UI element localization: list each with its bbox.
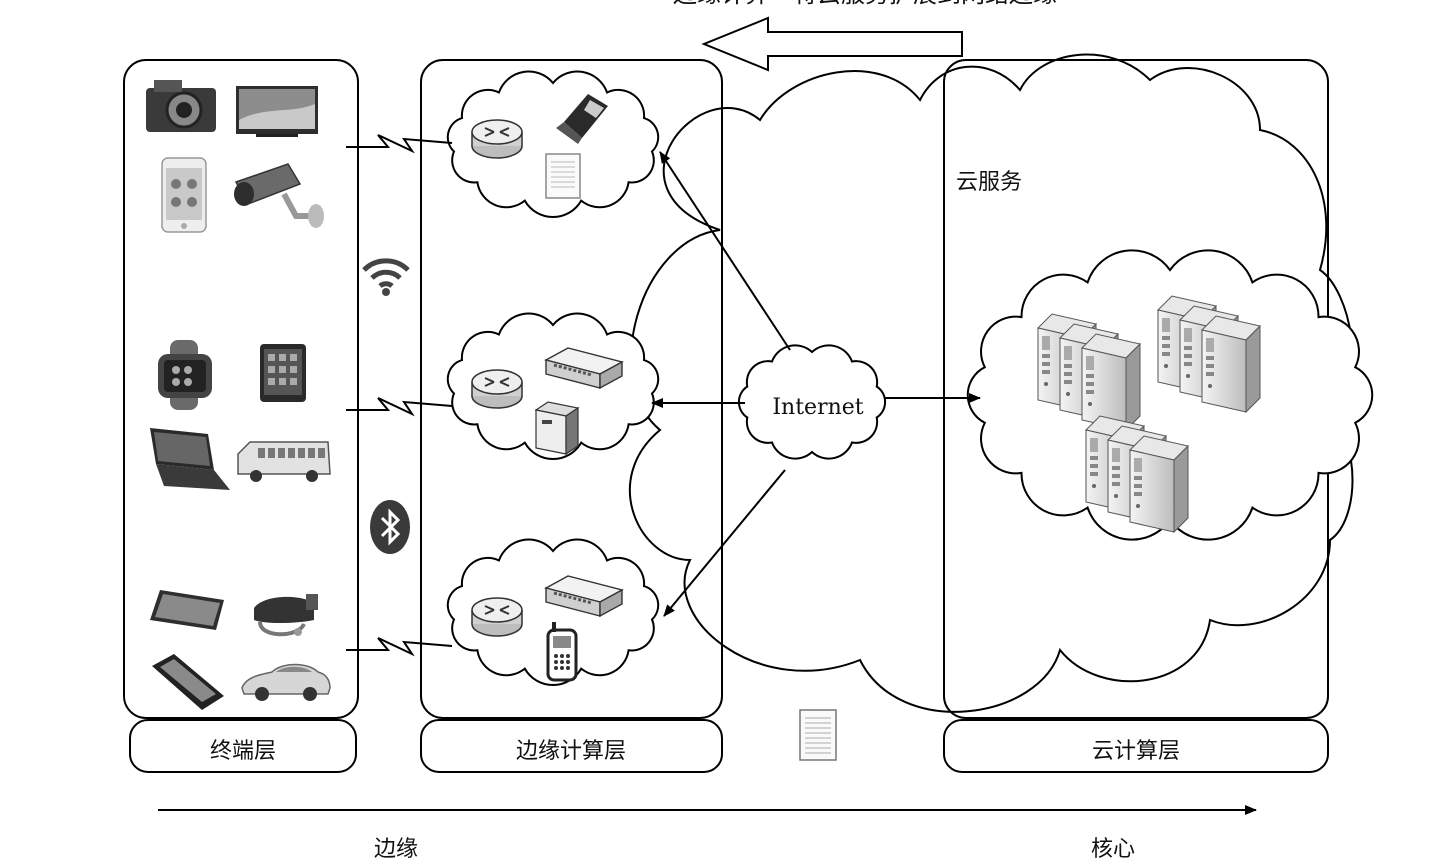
terminal-layer-label-box [129, 719, 357, 773]
iphone-icon [152, 654, 224, 710]
smartphone-icon [161, 157, 207, 233]
cloud-layer-label-box [943, 719, 1329, 773]
edge-node-cloud-3 [446, 538, 660, 686]
tv-icon [236, 86, 318, 137]
internet-cloud [737, 344, 887, 460]
document-icon [545, 153, 581, 199]
router-icon [471, 369, 523, 409]
top-caption: 边缘计算一将云服务扩展到网络边缘 [673, 0, 1057, 8]
cloud-layer-label: 云计算层 [1092, 739, 1180, 764]
router-icon [471, 597, 523, 637]
car-icon [241, 663, 331, 701]
axis-right-label: 核心 [1091, 837, 1135, 862]
wireless-link-2 [346, 397, 453, 417]
arrow-internet-to-edge-1 [659, 151, 791, 351]
terminal-layer-label: 终端层 [210, 739, 276, 764]
document-icon [799, 709, 837, 761]
left-direction-arrow [701, 16, 963, 72]
internet-label: Internet [772, 395, 863, 420]
router-icon [471, 119, 523, 159]
edge-node-cloud-2 [446, 312, 660, 460]
cctv-camera-icon [234, 163, 324, 228]
cloud-services-label: 云服务 [956, 170, 1022, 195]
axis-left-label: 边缘 [374, 837, 418, 862]
surface-tablet-icon [150, 590, 224, 630]
laptop-icon [150, 428, 230, 490]
server-icon [534, 401, 580, 456]
arrow-internet-to-edge-3 [663, 469, 786, 617]
bluetooth-icon [370, 500, 410, 554]
smartwatch-icon [158, 340, 212, 410]
camera-icon [146, 80, 216, 132]
wireless-link-3 [346, 637, 453, 657]
cellphone-icon [546, 622, 578, 682]
tablet-icon [260, 344, 306, 402]
edge-layer-label-box [420, 719, 723, 773]
wifi-icon [362, 258, 410, 296]
edge-layer-frame [420, 59, 723, 719]
bus-icon [237, 441, 331, 482]
vr-headset-icon [254, 594, 318, 637]
mobile-phone-icon [556, 94, 608, 144]
wireless-link-1 [346, 134, 453, 154]
edge-layer-label: 边缘计算层 [516, 739, 626, 764]
